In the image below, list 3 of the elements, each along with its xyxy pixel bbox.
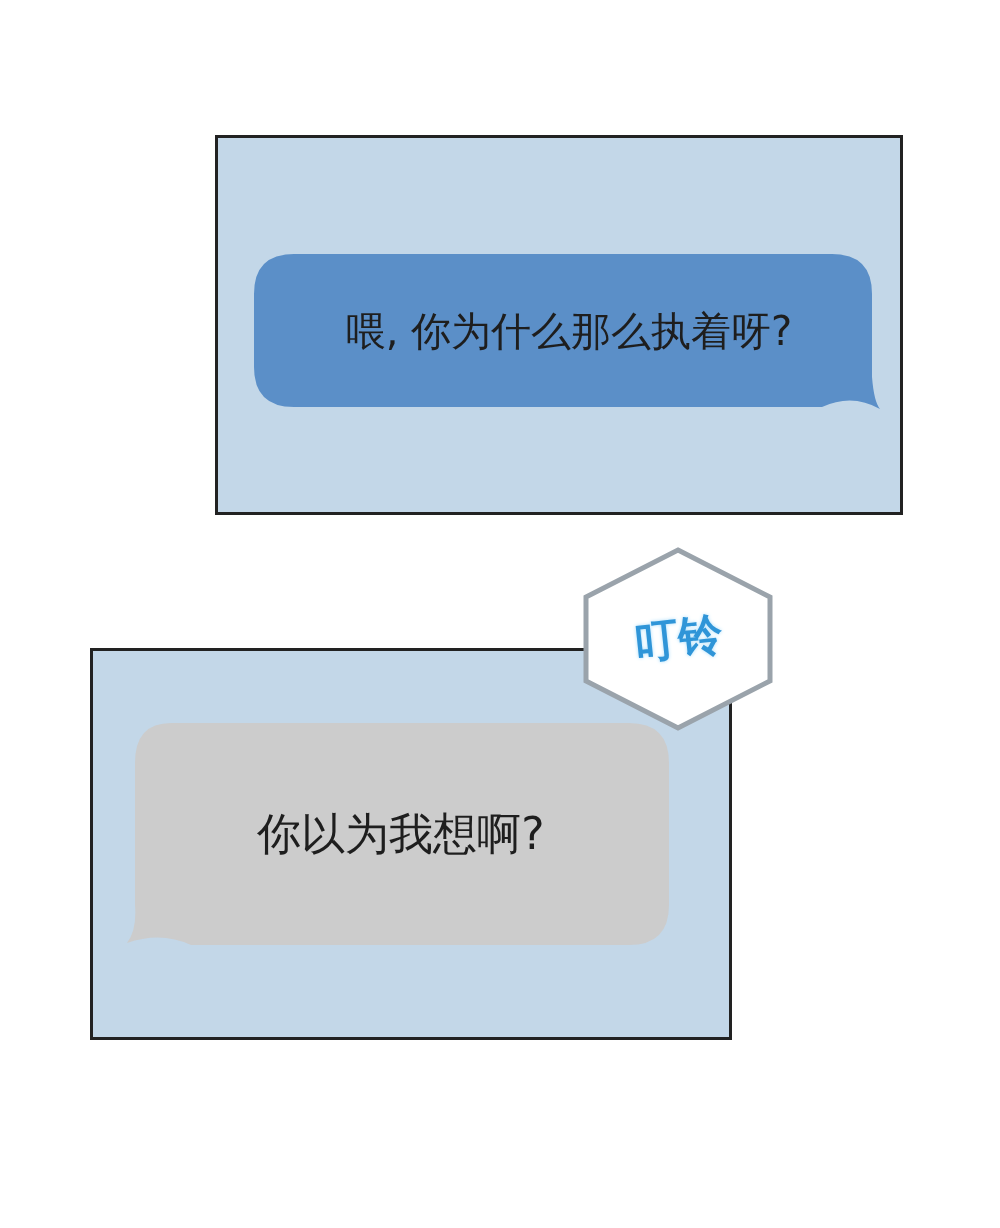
sound-effect-text: 叮铃 xyxy=(631,607,725,670)
message-text: 喂, 你为什么那么执着呀? xyxy=(345,306,793,355)
comic-panel xyxy=(215,135,903,515)
